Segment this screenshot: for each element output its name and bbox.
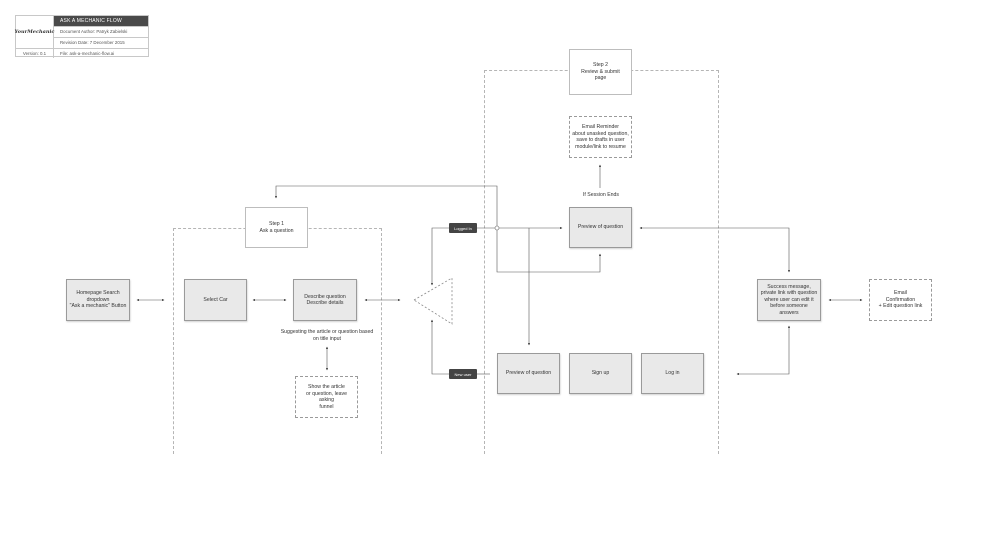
select-car-text: Select Car <box>203 296 228 303</box>
file-row: File: ask-a-mechanic-flow.ai <box>54 48 148 58</box>
step2-text: Step 2 Review & submit page <box>581 62 620 82</box>
preview-question-bottom-text: Preview of question <box>505 370 552 377</box>
log-in-node[interactable]: Log in <box>641 353 704 394</box>
sign-up-text: Sign up <box>591 370 610 377</box>
preview-question-bottom-node[interactable]: Preview of question <box>497 353 560 394</box>
session-ends-note: If Session Ends <box>582 192 620 198</box>
step1-text: Step 1 Ask a question <box>259 221 294 234</box>
author-row: Document Author: Patryk Zabielski <box>54 26 148 36</box>
success-message-text: Success message, private link with quest… <box>760 283 818 316</box>
sign-up-node[interactable]: Sign up <box>569 353 632 394</box>
step1-label: Step 1 Ask a question <box>245 207 308 248</box>
show-article-text: Show the article or question, leave aski… <box>306 384 347 410</box>
describe-question-text: Describe question Describe details <box>304 293 346 307</box>
preview-question-top-text: Preview of question <box>577 224 624 231</box>
new-user-badge: New user <box>449 369 477 379</box>
success-message-node[interactable]: Success message, private link with quest… <box>757 279 821 321</box>
email-confirmation-node[interactable]: Email Confirmation + Edit question link <box>869 279 932 321</box>
email-reminder-node[interactable]: Email Reminder about unasked question, s… <box>569 116 632 158</box>
brand-logo: YourMechanic <box>15 16 54 48</box>
describe-question-node[interactable]: Describe question Describe details <box>293 279 357 321</box>
version-label: Version: 0.1 <box>16 48 54 58</box>
log-in-text: Log in <box>665 370 680 377</box>
logged-in-badge: Logged In <box>449 223 477 233</box>
email-confirmation-text: Email Confirmation + Edit question link <box>878 290 923 310</box>
preview-question-top-node[interactable]: Preview of question <box>569 207 632 248</box>
document-title: ASK A MECHANIC FLOW <box>54 16 148 26</box>
email-reminder-text: Email Reminder about unasked question, s… <box>572 124 629 150</box>
step2-label: Step 2 Review & submit page <box>569 49 632 95</box>
homepage-search-node[interactable]: Homepage Search dropdown "Ask a mechanic… <box>66 279 130 321</box>
revision-row: Revision Date: 7 December 2015 <box>54 37 148 47</box>
select-car-node[interactable]: Select Car <box>184 279 247 321</box>
suggesting-note: Suggesting the article or question based… <box>280 329 374 342</box>
show-article-node[interactable]: Show the article or question, leave aski… <box>295 376 358 418</box>
decision-shape <box>413 277 453 325</box>
homepage-search-text: Homepage Search dropdown "Ask a mechanic… <box>69 290 127 310</box>
document-header-table: YourMechanic Version: 0.1 ASK A MECHANIC… <box>15 15 149 58</box>
